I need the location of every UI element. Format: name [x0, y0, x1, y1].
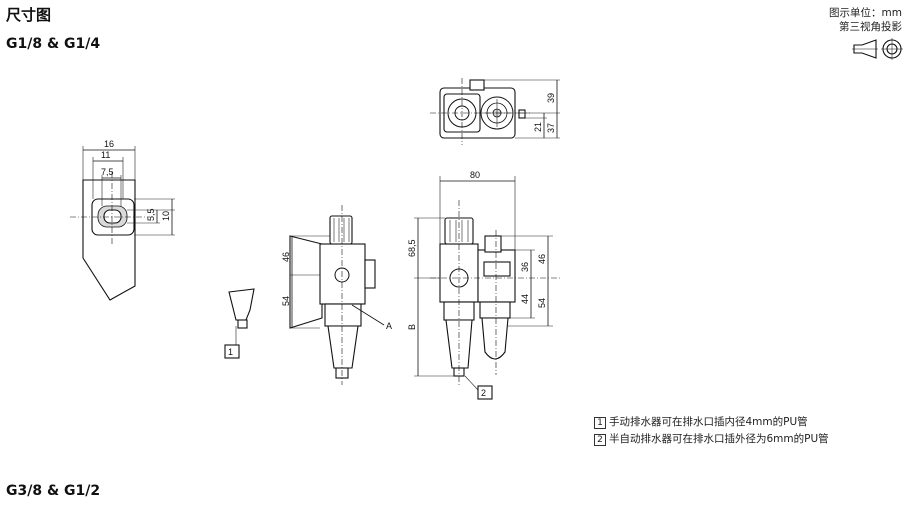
dim-7-5: 7,5	[101, 167, 114, 177]
page-title: 尺寸图	[6, 6, 52, 24]
dim-46-right: 46	[537, 254, 547, 264]
dim-16: 16	[104, 139, 114, 149]
dim-21: 21	[533, 122, 543, 132]
manual-drain-detail: 1	[224, 288, 255, 359]
combo-unit-front-view: 80 68,5 B 36 46 44 54 2	[407, 170, 560, 400]
dim-10: 10	[161, 211, 171, 221]
unit-info: 图示单位：mm 第三视角投影	[829, 6, 902, 34]
dim-39: 39	[546, 93, 556, 103]
callout-2: 2	[481, 388, 486, 398]
callout-2-box	[477, 385, 493, 400]
dim-5-5: 5,5	[146, 208, 156, 221]
projection-label: 第三视角投影	[839, 21, 902, 33]
dim-44: 44	[520, 294, 530, 304]
dim-68-5: 68,5	[407, 239, 417, 257]
dim-46-left: 46	[281, 252, 291, 262]
note-item: 1 手动排水器可在排水口插内径4mm的PU管	[594, 414, 829, 431]
filter-regulator-side-view: 46 54 A	[281, 205, 392, 385]
section-title-g18-g14: G1/8 & G1/4	[6, 36, 101, 52]
unit-label: 图示单位：mm	[829, 7, 902, 19]
third-angle-projection-icon	[852, 38, 903, 60]
note-item: 2 半自动排水器可在排水口插外径为6mm的PU管	[594, 431, 829, 448]
note-number-box: 1	[594, 416, 606, 429]
dim-11: 11	[101, 150, 110, 160]
notes-list: 1 手动排水器可在排水口插内径4mm的PU管 2 半自动排水器可在排水口插外径为…	[594, 414, 829, 448]
dim-80: 80	[470, 170, 480, 180]
label-a: A	[386, 321, 392, 331]
note-text: 半自动排水器可在排水口插外径为6mm的PU管	[609, 433, 829, 445]
note-number-box: 2	[594, 433, 606, 446]
dim-36: 36	[520, 262, 530, 272]
combo-unit-top-view: 39 21 37	[430, 78, 560, 145]
section-title-g38-g12: G3/8 & G1/2	[6, 483, 101, 499]
note-text: 手动排水器可在排水口插内径4mm的PU管	[609, 416, 808, 428]
dim-b: B	[407, 324, 417, 330]
dim-37: 37	[546, 123, 556, 133]
callout-1: 1	[228, 347, 233, 357]
dim-54-right: 54	[537, 298, 547, 308]
bracket-detail-view: 16 11 7,5 5,5 10	[70, 139, 175, 301]
callout-1-box	[224, 344, 240, 359]
dim-54-left: 54	[281, 296, 291, 306]
